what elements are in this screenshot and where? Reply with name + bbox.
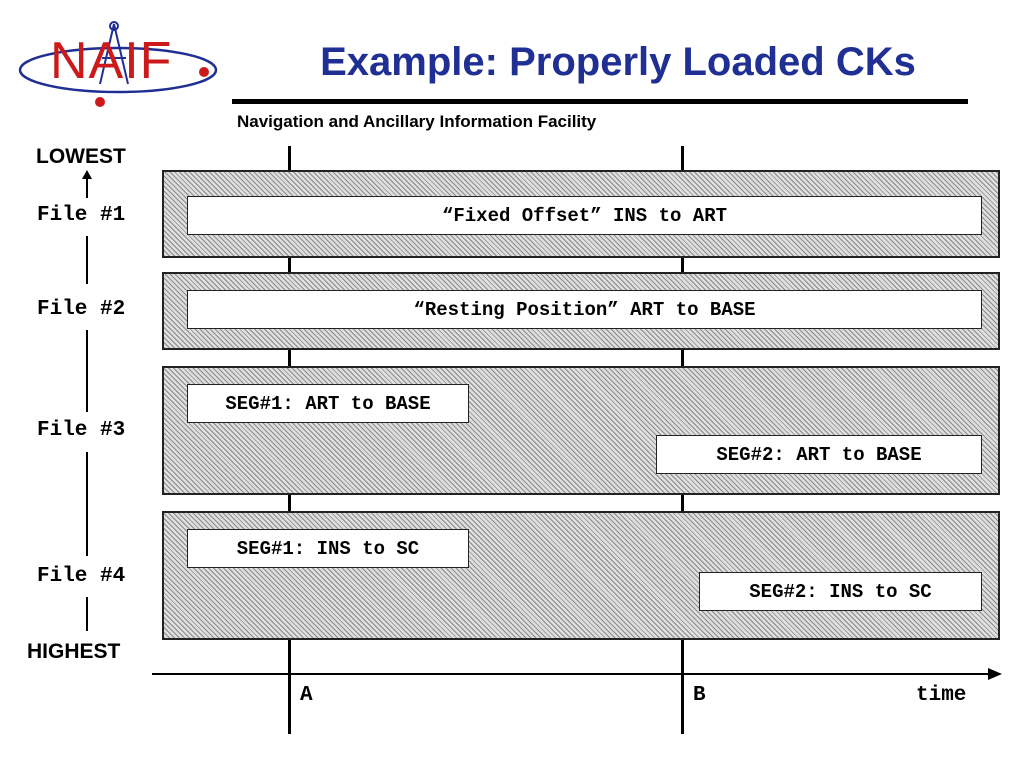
priority-up-arrow-icon xyxy=(82,170,92,198)
priority-highest-label: HIGHEST xyxy=(27,640,121,663)
marker-a-line xyxy=(288,640,291,734)
header-divider xyxy=(232,99,968,104)
marker-b-line xyxy=(681,146,684,170)
marker-a-line xyxy=(288,495,291,511)
marker-b-line xyxy=(681,257,684,272)
file-label-2: File #2 xyxy=(37,298,126,321)
logo-dot-bottom xyxy=(95,97,105,107)
page-subtitle: Navigation and Ancillary Information Fac… xyxy=(237,112,597,131)
logo-orbit-ellipse xyxy=(18,46,218,94)
logo-compass-leg-right xyxy=(113,23,129,85)
marker-b-line xyxy=(681,495,684,511)
page-title: Example: Properly Loaded CKs xyxy=(320,40,916,84)
priority-lowest-label: LOWEST xyxy=(36,145,126,168)
marker-a-line xyxy=(288,350,291,366)
logo-compass-leg-left xyxy=(99,23,115,85)
marker-b-line xyxy=(681,350,684,366)
naif-logo: NAIF xyxy=(18,21,218,107)
segment-box: SEG#2: ART to BASE xyxy=(656,435,982,474)
file-label-3: File #3 xyxy=(37,419,126,442)
priority-connector xyxy=(86,452,88,556)
logo-dot-right xyxy=(199,67,209,77)
marker-b-line xyxy=(681,640,684,734)
logo-compass-pivot xyxy=(109,21,119,31)
time-axis-arrow xyxy=(152,668,1002,680)
segment-box: SEG#1: ART to BASE xyxy=(187,384,469,423)
segment-box: SEG#2: INS to SC xyxy=(699,572,982,611)
marker-b-label: B xyxy=(693,684,706,707)
time-axis-label: time xyxy=(916,684,967,707)
file-label-1: File #1 xyxy=(37,204,126,227)
priority-connector xyxy=(86,236,88,284)
segment-box: “Fixed Offset” INS to ART xyxy=(187,196,982,235)
marker-a-label: A xyxy=(300,684,313,707)
priority-connector xyxy=(86,597,88,631)
marker-a-line xyxy=(288,146,291,170)
segment-box: “Resting Position” ART to BASE xyxy=(187,290,982,329)
logo-text: NAIF xyxy=(50,32,172,90)
marker-a-line xyxy=(288,257,291,272)
priority-connector xyxy=(86,330,88,412)
file-label-4: File #4 xyxy=(37,565,126,588)
segment-box: SEG#1: INS to SC xyxy=(187,529,469,568)
